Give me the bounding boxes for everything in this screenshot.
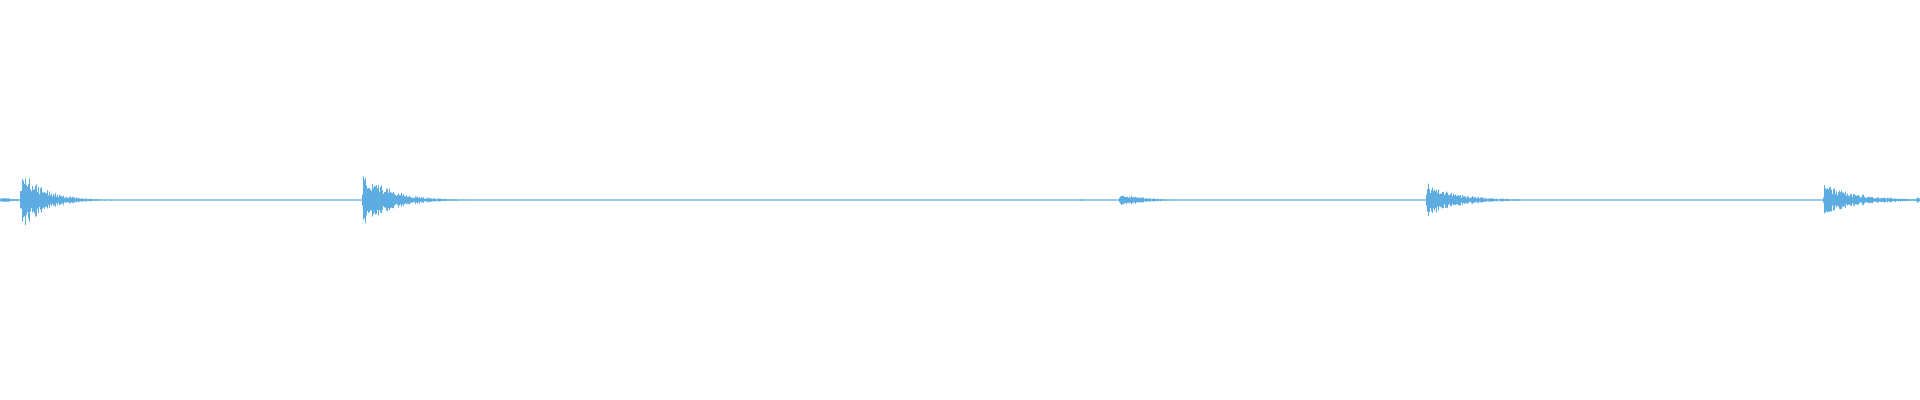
waveform-bars (0, 176, 1920, 226)
waveform-path (0, 176, 1920, 226)
